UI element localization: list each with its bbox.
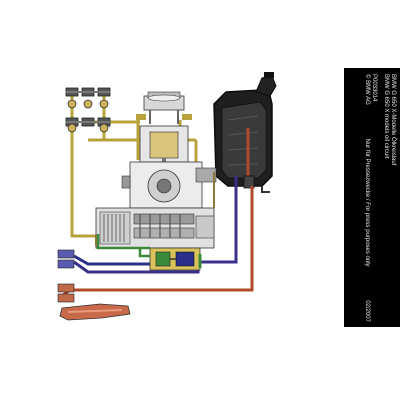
caption-date: 02/2007 (363, 300, 370, 322)
press-caption: BMW G 650 X-Modelle Ölkreislauf BMW G 65… (344, 68, 400, 327)
caption-press-note: Nur für Pressezwecke / For press purpose… (363, 138, 370, 267)
crankcase (121, 161, 217, 209)
caption-copyright: © BMW AG (363, 74, 370, 105)
return-line-blue-2 (73, 254, 160, 266)
cylinder-head (136, 91, 192, 124)
press-caption-bar: BMW G 650 X-Modelle Ölkreislauf BMW G 65… (344, 68, 400, 327)
oil-tank (213, 72, 277, 193)
oil-pump (149, 247, 202, 271)
caption-title-de: BMW G 650 X-Modelle Ölkreislauf (390, 74, 396, 166)
gearbox (95, 207, 215, 249)
left-fittings (57, 249, 75, 303)
suction-line-green (96, 234, 150, 258)
piston-cylinder (139, 125, 189, 190)
camshaft-bearings (65, 87, 111, 133)
misc-detail (95, 172, 215, 246)
caption-image-id: P0033014 (371, 74, 378, 102)
frame-tube (59, 303, 131, 321)
caption-title-en: BMW G 650 X models oil circuit (382, 74, 389, 159)
oil-circuit-diagram (57, 72, 277, 321)
